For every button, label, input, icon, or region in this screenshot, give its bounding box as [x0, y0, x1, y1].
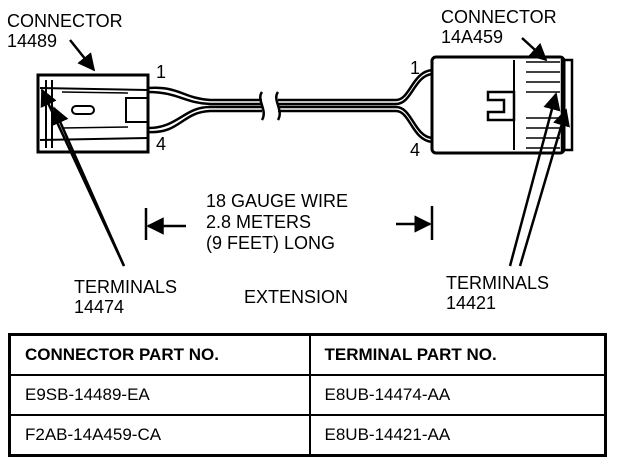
cell-connector-part: E9SB-14489-EA: [8, 374, 311, 416]
right-pin-4: 4: [410, 140, 421, 160]
cell-connector-part: F2AB-14A459-CA: [8, 414, 311, 457]
wiring-diagram: [36, 37, 574, 267]
right-terminals-part: 14421: [446, 293, 497, 313]
right-terminals-label: TERMINALS: [446, 273, 550, 293]
table-header-row: CONNECTOR PART NO. TERMINAL PART NO.: [8, 333, 607, 376]
left-pin-1: 1: [156, 62, 167, 82]
wire-length-feet: (9 FEET) LONG: [206, 233, 336, 253]
wire-length-meters: 2.8 METERS: [206, 212, 312, 232]
wire-gauge: 18 GAUGE WIRE: [206, 191, 349, 211]
cell-terminal-part: E8UB-14421-AA: [308, 414, 607, 457]
right-pin-1: 1: [410, 58, 421, 78]
extension-wire: [147, 68, 433, 144]
left-pin-4: 4: [156, 134, 167, 154]
parts-table: CONNECTOR PART NO. TERMINAL PART NO. E9S…: [8, 333, 607, 457]
right-connector-part: 14A459: [441, 27, 504, 47]
right-connector-label: CONNECTOR: [441, 7, 557, 27]
left-connector-body: [36, 73, 150, 154]
diagram-caption: EXTENSION: [244, 287, 349, 307]
left-connector-label: CONNECTOR: [7, 11, 123, 31]
table-row: E9SB-14489-EA E8UB-14474-AA: [8, 374, 607, 416]
right-connector-body: [430, 55, 574, 155]
header-terminal-part: TERMINAL PART NO.: [308, 333, 607, 376]
length-dimension: [144, 206, 434, 240]
left-connector-part: 14489: [7, 31, 58, 51]
leader-arrows: [40, 37, 570, 267]
left-terminals-part: 14474: [74, 297, 125, 317]
left-terminals-label: TERMINALS: [74, 277, 178, 297]
header-connector-part: CONNECTOR PART NO.: [8, 333, 311, 376]
cell-terminal-part: E8UB-14474-AA: [308, 374, 607, 416]
table-row: F2AB-14A459-CA E8UB-14421-AA: [8, 414, 607, 457]
